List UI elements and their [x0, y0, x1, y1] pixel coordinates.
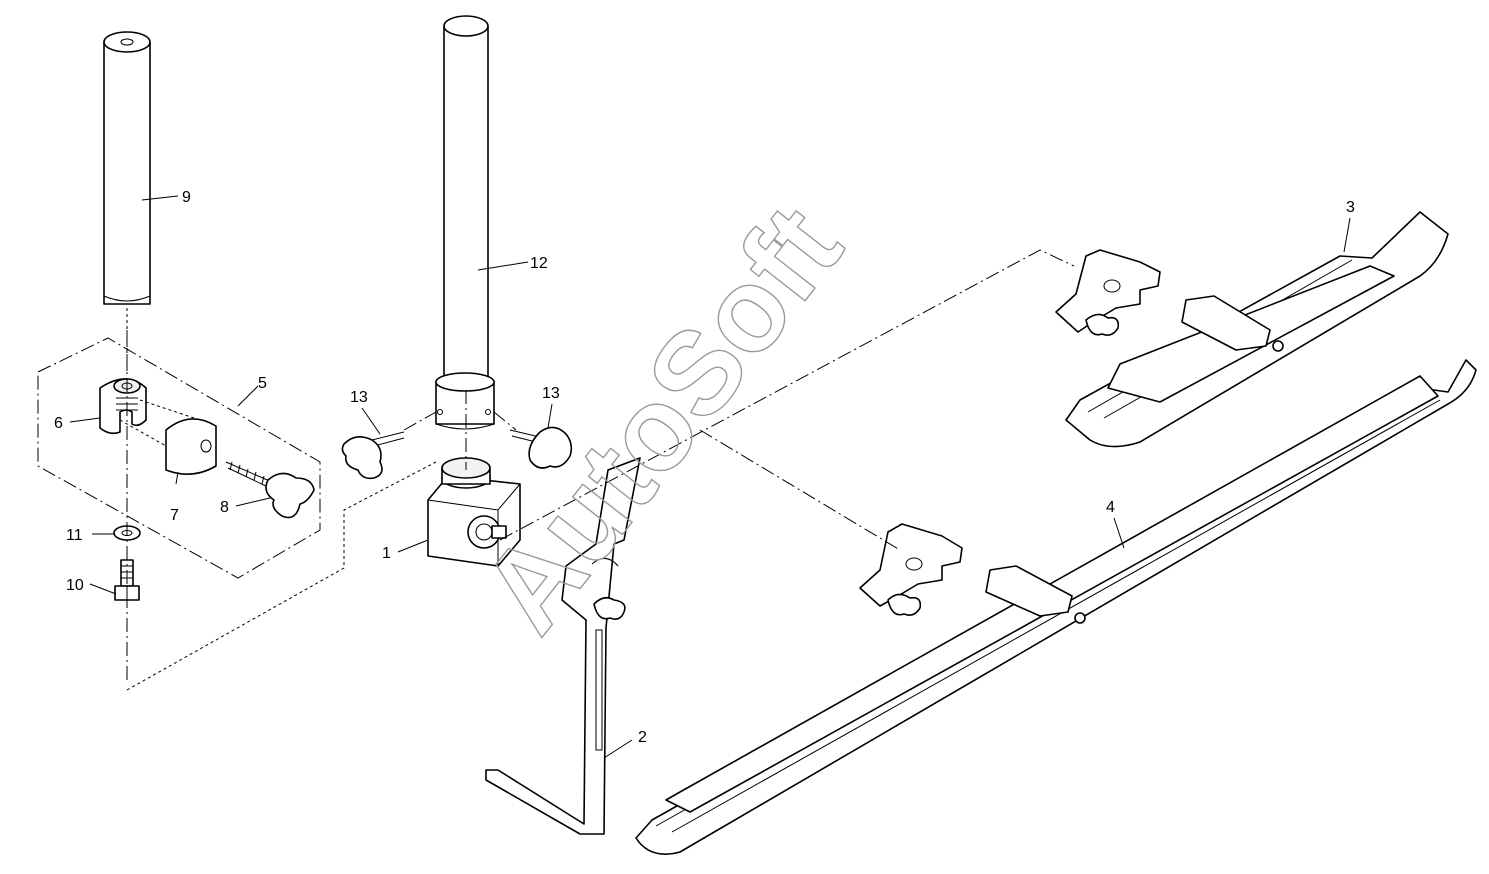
callout-4: 4	[1106, 499, 1115, 516]
leader-lines	[69, 195, 1351, 759]
part-2-bracket	[485, 457, 641, 835]
callout-2: 2	[638, 729, 647, 746]
callout-5: 5	[258, 375, 267, 392]
callout-9: 9	[182, 189, 191, 206]
assembly-5-outline	[37, 337, 321, 579]
callout-3: 3	[1346, 199, 1355, 216]
callout-7: 7	[170, 507, 179, 524]
part-6-clamp	[99, 378, 147, 435]
dashed-connectors	[119, 308, 437, 691]
center-lines	[126, 249, 1075, 680]
callout-13-left: 13	[350, 389, 368, 406]
part-7-clamp-block	[165, 418, 217, 475]
part-13-knob-right	[509, 426, 573, 469]
part-4-skid	[635, 359, 1477, 855]
part-9-cylinder	[103, 31, 151, 305]
part-3-skid	[1055, 211, 1449, 448]
part-13-knob-left	[341, 431, 405, 480]
callout-12: 12	[530, 255, 548, 272]
callout-10: 10	[66, 577, 84, 594]
part-12-cylinder	[435, 15, 495, 430]
callout-labels: 9 12 5 6 7 8 11 10 1 13 13 2 3 4	[54, 189, 1355, 746]
callout-6: 6	[54, 415, 63, 432]
callout-1: 1	[382, 545, 391, 562]
watermark: AutoSoft	[456, 182, 867, 656]
callout-8: 8	[220, 499, 229, 516]
part-8-knob-screw	[225, 461, 315, 519]
callout-11: 11	[66, 527, 83, 544]
callout-13-right: 13	[542, 385, 560, 402]
